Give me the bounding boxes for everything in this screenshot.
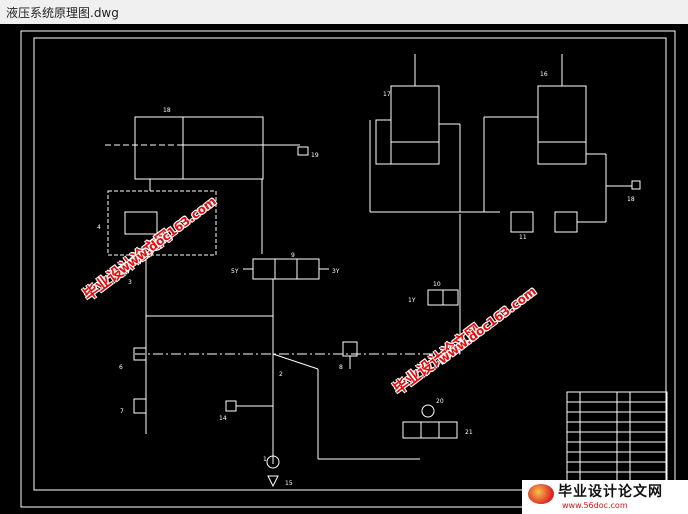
label-sol-1y: 1Y [408, 297, 416, 304]
valve-3-right [296, 258, 320, 280]
valve-21-c [438, 421, 458, 439]
label-valve-3: 9 [291, 252, 295, 259]
label-cylinder: 18 [163, 107, 171, 114]
label-6: 6 [119, 364, 123, 371]
valve-21-b [420, 421, 440, 439]
valve-12 [554, 211, 578, 233]
brand-url: www.56doc.com [562, 501, 628, 510]
label-14: 14 [219, 415, 227, 422]
motor-20 [421, 404, 435, 418]
brand-icon [528, 484, 554, 504]
label-18-switch: 18 [627, 196, 635, 203]
drawing-border [33, 37, 667, 491]
window-title: 液压系统原理图.dwg [6, 6, 119, 20]
label-3: 3 [128, 279, 132, 286]
label-valve-block: 4 [97, 224, 101, 231]
brand-name: 毕业设计论文网 [558, 484, 663, 500]
brand-logo: 毕业设计论文网 www.56doc.com [522, 480, 688, 514]
valve-11 [510, 211, 534, 233]
label-sol-3y: 3Y [332, 268, 340, 275]
valve-7 [133, 398, 147, 414]
label-20: 20 [436, 398, 444, 405]
switch-18 [631, 180, 641, 190]
cylinder-17 [390, 85, 440, 165]
pump-1 [266, 455, 280, 469]
hydraulic-diagram: 18 19 4 9 5Y 3Y 3 6 7 2 14 1 15 1Y 10 20… [20, 30, 676, 508]
valve-4 [124, 211, 158, 235]
drawing-frame [20, 30, 676, 508]
cylinder-18 [134, 116, 264, 180]
label-15: 15 [285, 480, 293, 487]
label-10: 10 [433, 281, 441, 288]
label-21: 21 [465, 429, 473, 436]
label-16: 16 [540, 71, 548, 78]
valve-3-mid [274, 258, 298, 280]
valve-6 [133, 347, 147, 361]
valve-10-a [427, 289, 444, 306]
cylinder-16 [537, 85, 587, 165]
label-7: 7 [120, 408, 124, 415]
valve-block-4 [107, 190, 217, 256]
label-8: 8 [339, 364, 343, 371]
title-bar: 液压系统原理图.dwg [0, 0, 688, 24]
valve-21-a [402, 421, 422, 439]
valve-10-b [442, 289, 459, 306]
label-2: 2 [279, 371, 283, 378]
label-1: 1 [263, 456, 267, 463]
label-17: 17 [383, 91, 391, 98]
valve-3-left [252, 258, 276, 280]
label-11: 11 [519, 234, 527, 241]
limit-switch-19 [297, 146, 309, 156]
cylinder-17-mount [375, 119, 392, 165]
drawing-canvas[interactable]: 18 19 4 9 5Y 3Y 3 6 7 2 14 1 15 1Y 10 20… [0, 24, 688, 514]
label-switch: 19 [311, 152, 319, 159]
filter-15 [267, 475, 279, 488]
gauge-14 [225, 400, 237, 412]
label-sol-5y: 5Y [231, 268, 239, 275]
